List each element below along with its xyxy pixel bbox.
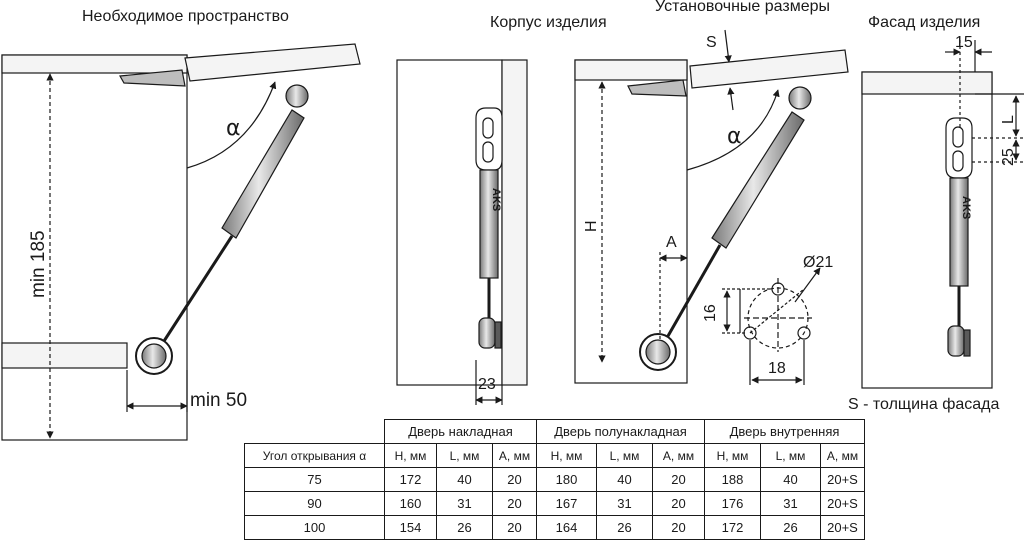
heading-cabinet-body: Корпус изделия [490,14,607,31]
spec-table: Дверь накладная Дверь полунакладная Двер… [244,419,865,540]
dim-label-25: 25 [1000,148,1017,166]
strut-rod [153,235,234,356]
dim-label-18: 18 [768,360,786,377]
table-row: 90 160 31 20 167 31 20 176 31 20+S [244,491,865,516]
heading-required-space: Необходимое пространство [82,8,289,25]
view-door-face [861,40,1024,389]
mounting-door [689,49,849,89]
table-row: 100 154 26 20 164 26 20 172 26 20+S [244,515,865,540]
brand-mark-2: AKS [960,196,972,219]
door-face-panel [861,71,993,389]
top-bracket [475,107,503,171]
angle-arc [186,81,277,169]
dim-label-16: 16 [702,304,719,322]
dim-label-h: H [583,220,600,232]
dim-label-15: 15 [955,34,973,51]
cabinet-body-edge [501,59,528,386]
angle-label-1: α [226,116,241,141]
angle-label-2: α [727,124,742,149]
strut-cylinder-vertical [479,169,499,279]
mounting-hinge [627,79,687,97]
dim-label-min-185: min 185 [28,230,49,298]
dim-label-23: 23 [478,376,496,393]
group-overlay-door: Дверь накладная [384,419,537,444]
dim-label-d21: Ø21 [803,254,834,271]
brand-mark-1: AKS [490,188,502,211]
bottom-bracket [478,317,496,349]
view-mounting-dims [574,29,849,385]
group-half-overlay-door: Дверь полунакладная [536,419,705,444]
dim-label-min-50: min 50 [190,390,248,411]
angle-header: Угол открывания α [244,443,385,468]
dim-label-s: S [706,34,717,51]
dim-label-a: A [666,234,677,251]
group-inset-door: Дверь внутренняя [704,419,865,444]
heading-door-face: Фасад изделия [868,14,981,31]
hinge [119,69,186,87]
strut-top-ball [285,84,309,108]
cabinet-shelf [1,342,128,369]
strut-cylinder [221,109,305,239]
dim-label-l: L [1000,115,1017,124]
strut-bottom-ball [141,343,167,369]
heading-mounting-dims: Установочные размеры [655,0,831,15]
cabinet-top-panel [1,54,188,74]
opened-door [184,43,361,82]
view-required-space [1,43,361,441]
hole-pattern [722,267,821,385]
facade-thickness-note: S - толщина фасада [848,396,1000,413]
table-row: 75 172 40 20 180 40 20 188 40 20+S [244,467,865,492]
table-group-header: Дверь накладная Дверь полунакладная Двер… [244,419,865,444]
table-subheader: Угол открывания α H, мм L, мм A, мм H, м… [244,443,865,468]
view-cabinet-body [396,59,528,405]
